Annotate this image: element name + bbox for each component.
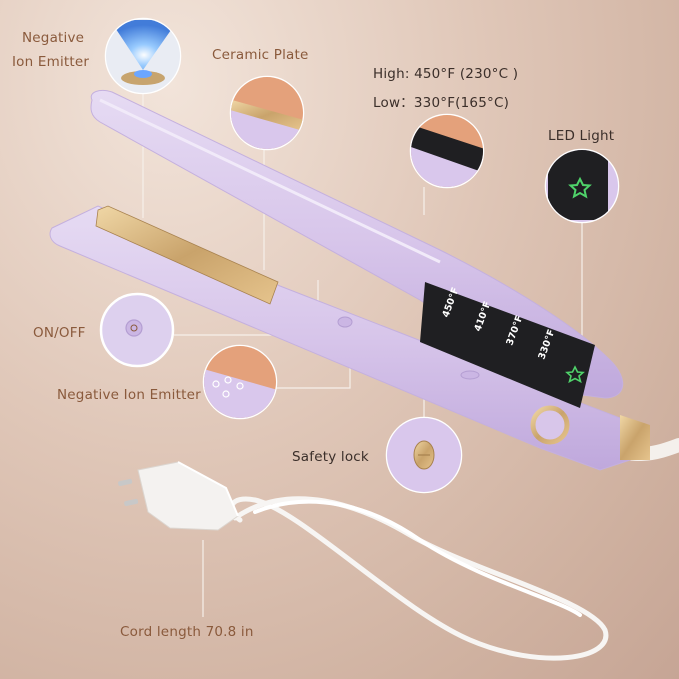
ceramic-plate <box>95 205 279 305</box>
label-led-light: LED Light <box>548 128 615 144</box>
label-negative-ion-line2: Ion Emitter <box>12 54 90 70</box>
power-icon <box>130 324 138 332</box>
callout-safety-lock <box>385 416 463 494</box>
callout-negative-ion-top <box>104 17 182 95</box>
callout-led-light <box>544 148 620 224</box>
label-temp-high: High: 450°F (230°C ) <box>373 66 519 82</box>
led-star-callout-icon <box>568 176 592 199</box>
label-safety-lock: Safety lock <box>292 449 369 465</box>
safety-lock-slider[interactable] <box>460 370 480 380</box>
swivel-ring <box>530 405 650 460</box>
led-star-icon <box>565 365 585 384</box>
label-ceramic-plate: Ceramic Plate <box>212 47 309 63</box>
on-off-button[interactable] <box>337 316 353 328</box>
label-temp-low: Low：330°F(165°C) <box>373 95 510 111</box>
label-negative-ion-line1: Negative <box>22 30 85 46</box>
callout-display <box>409 113 485 189</box>
callout-ceramic-plate <box>229 75 305 151</box>
callout-on-off <box>99 292 175 368</box>
label-negative-ion-emitter: Negative Ion Emitter <box>57 387 201 403</box>
callout-negative-ion-bottom <box>202 344 278 420</box>
label-cord-length: Cord length 70.8 in <box>120 624 254 640</box>
temperature-display: 450°F 410°F 370°F 330°F <box>420 282 595 408</box>
label-on-off: ON/OFF <box>33 325 86 341</box>
plug <box>118 461 239 531</box>
